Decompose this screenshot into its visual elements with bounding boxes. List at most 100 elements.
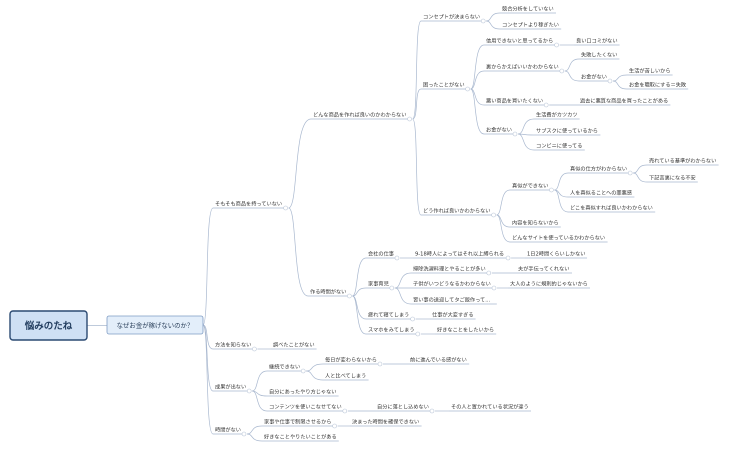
mind-map-node[interactable]: お金がない (579, 73, 609, 82)
mind-map-node[interactable]: 生活が苦しいから (627, 67, 673, 76)
collapse-toggle-icon[interactable] (543, 102, 549, 108)
collapse-toggle-icon[interactable] (480, 18, 486, 24)
collapse-toggle-icon[interactable] (549, 187, 554, 193)
mind-map-node[interactable]: その人と置かれている状況が違う (449, 403, 531, 412)
mind-map-node[interactable]: 真似の仕方がわからない (568, 165, 630, 174)
mind-map-node[interactable]: 大人のように規則的じゃないから (508, 280, 590, 289)
mind-map-node[interactable]: 継続できない (267, 363, 303, 372)
connector-line (486, 20, 501, 30)
mind-map-node[interactable]: どこを真似すれば良いかわからない (568, 204, 656, 213)
connector-line (470, 88, 485, 135)
collapse-toggle-icon[interactable] (283, 205, 288, 211)
mind-map-node[interactable]: 子供がいつどうなるかわからない (411, 280, 493, 289)
collapse-toggle-icon[interactable] (410, 316, 415, 322)
mind-map-node[interactable]: 好きなことやりたいことがある (262, 433, 339, 442)
mind-map-node[interactable]: 家事や仕事で制限させるから (262, 418, 334, 427)
connector-line (486, 12, 501, 22)
mind-map-node[interactable]: 方法を知らない (213, 341, 254, 350)
mind-map-node[interactable]: 下記言裏になる不安 (647, 174, 698, 183)
mind-map-node[interactable]: 良い口コミがない (574, 37, 620, 46)
connector-line (246, 433, 263, 442)
mind-map-node[interactable]: 掃除洗濯料理とやることが多い (411, 265, 488, 274)
collapse-toggle-icon[interactable] (246, 388, 252, 394)
mind-map-node[interactable]: 裏からかえばいいかわからない (484, 63, 561, 72)
node-label: そもそも商品を持っていない (215, 200, 282, 208)
mind-map-node[interactable]: 時間がない (213, 426, 243, 435)
mind-map-node[interactable]: 1日2時間くらいしかない (525, 251, 588, 259)
collapse-toggle-icon[interactable] (429, 408, 435, 414)
collapse-toggle-icon[interactable] (347, 293, 352, 299)
mind-map-node[interactable]: スマホをみてしまう (366, 327, 417, 335)
mind-map-node[interactable]: 生活費がカツカツ (534, 111, 580, 120)
mind-map-node[interactable]: 毎日が変わらないから (323, 356, 379, 365)
mind-map-node[interactable]: 仕事が大変すぎる (430, 311, 476, 320)
mind-map-node[interactable]: 習い事の送迎してタご飯作って... (411, 296, 497, 305)
collapse-toggle-icon[interactable] (491, 212, 496, 218)
mind-map-node[interactable]: 真似ができない (510, 182, 551, 191)
mind-map-node[interactable]: どんなサイトを使っているかわからない (510, 234, 608, 243)
collapse-toggle-icon[interactable] (491, 285, 497, 291)
mind-map-node[interactable]: 決まった時間を確保できない (350, 418, 422, 427)
mind-map-node[interactable]: 悪い商品を買いたくない (484, 97, 546, 106)
mind-map-node[interactable]: どんな商品を作れば良いのかわからない (311, 111, 409, 120)
mind-map-nodes: そもそも商品を持っていない どんな商品を作れば良いのかわからない コンセプトが決まら… (213, 5, 719, 442)
collapse-toggle-icon[interactable] (300, 368, 306, 374)
collapse-toggle-icon[interactable] (332, 423, 337, 429)
mind-map-node[interactable]: 人を真似ることへの罪悪感 (568, 189, 635, 198)
collapse-toggle-icon[interactable] (394, 255, 400, 261)
mind-map-node[interactable]: 売れている基準がわからない (647, 157, 719, 166)
collapse-toggle-icon[interactable] (627, 170, 633, 176)
collapse-toggle-icon[interactable] (407, 116, 412, 122)
collapse-toggle-icon[interactable] (377, 361, 383, 367)
root-node[interactable]: 悩みのたね (9, 310, 88, 341)
mind-map-node[interactable]: 夫が手伝ってくれない (516, 265, 572, 274)
mind-map-node[interactable]: 信用できないと思ってるから (484, 37, 556, 46)
collapse-toggle-icon[interactable] (559, 68, 565, 74)
collapse-toggle-icon[interactable] (342, 408, 348, 414)
collapse-toggle-icon[interactable] (505, 255, 511, 261)
node-label: 継続できない (269, 363, 300, 371)
mind-map-node[interactable]: コンセプトより稼ぎたい (500, 21, 562, 30)
mind-map-node[interactable]: そもそも商品を持っていない (213, 200, 285, 209)
mind-map-node[interactable]: 内容を知らないから (510, 219, 561, 228)
mind-map-node[interactable]: 過去に悪質な商品を買ったことがある (578, 97, 671, 106)
collapse-toggle-icon[interactable] (241, 431, 247, 437)
mind-map-node[interactable]: コンテンツを使いこなせてない (267, 403, 344, 412)
collapse-toggle-icon[interactable] (607, 78, 613, 84)
node-label: 困ったことがない (423, 81, 465, 89)
collapse-toggle-icon[interactable] (512, 131, 518, 137)
mind-map-node[interactable]: 家事育児 (366, 280, 391, 289)
node-label: 調べたことがない (273, 341, 315, 349)
mind-map-node[interactable]: お金を職取にする＝失敗 (627, 81, 689, 90)
node-label: サブスクに使っているから (536, 127, 598, 135)
mind-map-node[interactable]: どう作れば良いかわからない (421, 207, 493, 216)
mind-map-node[interactable]: 前に進んでいる感がない (408, 356, 470, 365)
mind-map-node[interactable]: サブスクに使っているから (534, 127, 601, 136)
mind-map-node[interactable]: 疲れて寝てしまう (366, 311, 412, 320)
mind-map-node[interactable]: 自分にあったやり方じゃない (267, 388, 339, 397)
collapse-toggle-icon[interactable] (486, 270, 492, 276)
mind-map-node[interactable]: コンビニに使ってる (534, 142, 585, 151)
collapse-toggle-icon[interactable] (554, 42, 559, 48)
mind-map-node[interactable]: 人と比べてしまう (323, 372, 369, 381)
node-label: 真似の仕方がわからない (570, 165, 627, 173)
mind-map-node[interactable]: 困ったことがない (421, 81, 467, 90)
connector-line (517, 133, 535, 151)
mind-map-node[interactable]: 調べたことがない (271, 341, 317, 350)
mind-map-node[interactable]: 競合分析をしていない (500, 5, 556, 14)
mind-map-node[interactable]: 9-18時人によってはそれ以上縛られる (413, 250, 508, 259)
mind-map-node[interactable]: 好きなことをしたいから (435, 326, 497, 335)
mind-map-node[interactable]: 失敗したくない (579, 51, 620, 60)
collapse-toggle-icon[interactable] (252, 346, 257, 352)
connector-line (306, 370, 324, 381)
collapse-toggle-icon[interactable] (465, 86, 470, 92)
mind-map-node[interactable]: 成果が出ない (213, 383, 249, 392)
mind-map-node[interactable]: お金がない (484, 126, 514, 135)
mind-map-node[interactable]: 自分に落とし込めない (375, 403, 431, 412)
collapse-toggle-icon[interactable] (415, 331, 421, 337)
mind-map-node[interactable]: コンセプトが決まらない (421, 13, 483, 22)
mind-map-node[interactable]: 会社の仕事 (366, 250, 396, 259)
mind-map-node[interactable]: 作る時間がない (308, 288, 349, 297)
level1-node[interactable]: なぜお金が稼げないのか？ (106, 315, 204, 335)
collapse-toggle-icon[interactable] (389, 285, 395, 291)
